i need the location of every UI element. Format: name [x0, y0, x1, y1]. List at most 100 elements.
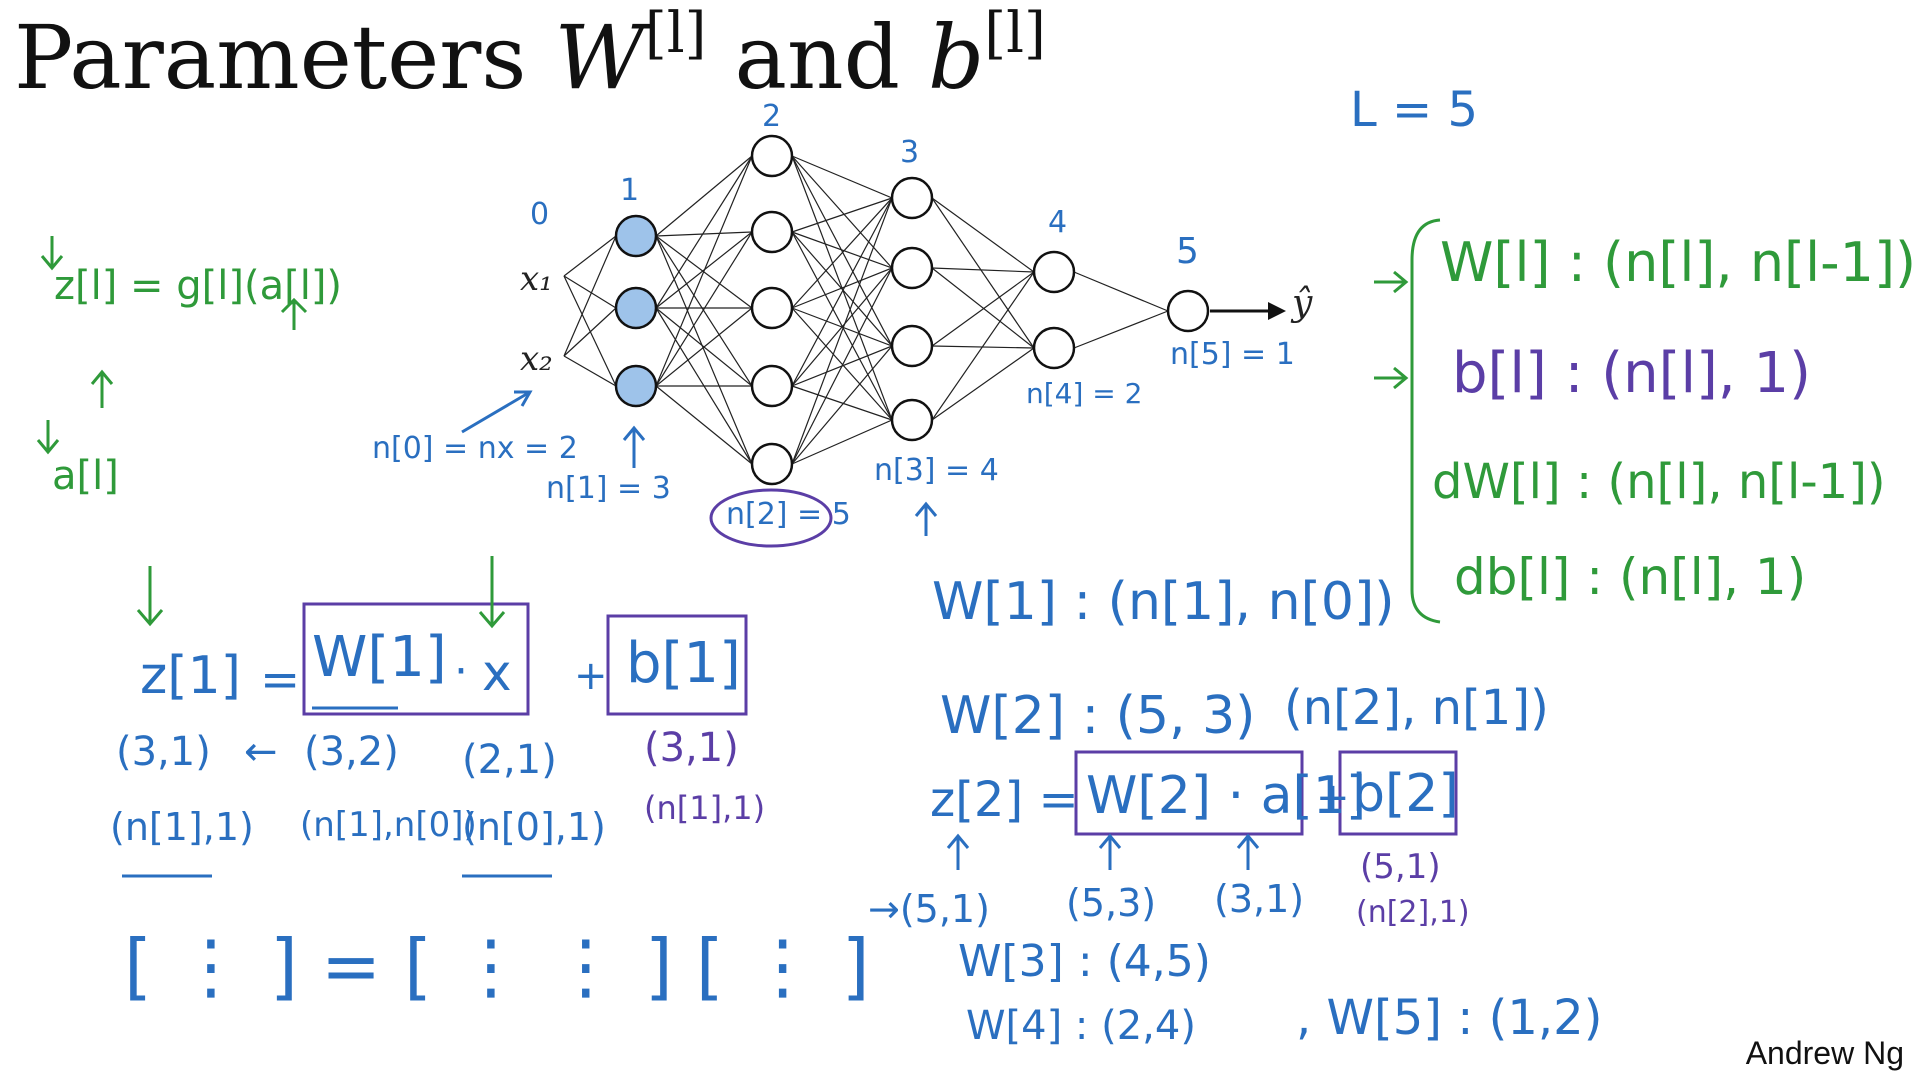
count-n3: n[3] = 4 — [874, 453, 999, 488]
b1-box — [606, 614, 748, 716]
network-edge — [563, 355, 617, 387]
eq1-dim-w: (3,2) — [304, 729, 399, 775]
input-x2: x₂ — [520, 339, 553, 379]
blue-arrow-a1 — [1236, 833, 1260, 870]
count-n4: n[4] = 2 — [1026, 377, 1143, 410]
eq2-z2: z[2] = — [930, 772, 1079, 828]
title-b-superscript: [l] — [984, 1, 1046, 66]
eq1-equals: = — [260, 652, 301, 708]
network-edge — [791, 267, 893, 309]
network-edge — [655, 155, 753, 237]
green-arrow-z1 — [136, 566, 164, 627]
summary-db: db[l] : (n[l], 1) — [1454, 548, 1807, 606]
network-edge — [791, 231, 893, 269]
network-edge — [791, 155, 893, 347]
eq2-gdim-b: (n[2],1) — [1356, 895, 1470, 930]
network-edge — [791, 231, 893, 421]
network-edge — [791, 307, 893, 421]
network-edge — [791, 267, 893, 387]
count-n5: n[5] = 1 — [1170, 337, 1295, 372]
arrow-to-b — [1374, 366, 1409, 390]
green-arrow-z-up — [90, 369, 114, 408]
output-arrowhead — [1268, 302, 1286, 320]
network-edge — [655, 231, 753, 387]
eq1-x: x — [482, 644, 512, 702]
matrix-illustration: [ ⋮ ] = [ ⋮ ⋮ ] [ ⋮ ] — [124, 924, 870, 1008]
eq1-gdim-z: (n[1],1) — [110, 805, 254, 849]
network-edge — [563, 275, 617, 309]
network-edge — [791, 267, 893, 465]
z-g-a-note: z[l] = g[l](a[l]) — [54, 263, 343, 309]
network-edge — [655, 155, 753, 387]
network-edge — [791, 345, 893, 465]
n2-highlight-ellipse — [709, 488, 833, 548]
network-edge — [791, 155, 893, 269]
network-edge — [791, 231, 893, 347]
w1x-box — [302, 602, 530, 716]
layer-count-note: L = 5 — [1350, 82, 1479, 138]
network-edge — [791, 197, 893, 387]
network-node — [750, 134, 794, 178]
network-node — [890, 176, 934, 220]
title-w-superscript: [l] — [644, 1, 707, 66]
blue-arrow-w2 — [1098, 833, 1122, 870]
eq1-dot: · — [454, 646, 468, 697]
network-edge — [791, 419, 893, 465]
blue-arrow-n3 — [914, 501, 938, 536]
network-edge — [1073, 271, 1169, 312]
network-edge — [655, 155, 753, 309]
green-arrow-a-up — [280, 297, 308, 330]
summary-w: W[l] : (n[l], n[l-1]) — [1440, 231, 1917, 294]
eq1-plus: + — [574, 653, 608, 699]
shape-w2-general: (n[2], n[1]) — [1284, 680, 1549, 736]
network-edge — [931, 271, 1035, 421]
network-edge — [655, 231, 753, 237]
a-note: a[l] — [52, 453, 119, 499]
eq2-dim-z: →(5,1) — [868, 887, 990, 931]
network-node — [1166, 289, 1210, 333]
eq2-dim-a: (3,1) — [1214, 877, 1305, 921]
arrow-to-w — [1374, 270, 1409, 294]
title-b: b — [927, 6, 985, 109]
green-arrow-z-down — [40, 236, 64, 271]
network-node — [1032, 250, 1076, 294]
network-node — [750, 210, 794, 254]
layer-number-5: 5 — [1176, 231, 1199, 272]
eq2-dim-w: (5,3) — [1066, 881, 1157, 925]
network-edge — [655, 385, 753, 465]
output-yhat: ŷ — [1292, 283, 1313, 324]
eq1-w1: W[1] — [312, 625, 447, 690]
eq2-dim-b: (5,1) — [1360, 847, 1441, 887]
title-word: Parameters — [14, 6, 527, 109]
summary-dw: dW[l] : (n[l], n[l-1]) — [1432, 454, 1886, 510]
network-edge — [791, 197, 893, 233]
network-edge — [791, 385, 893, 421]
blue-arrow-n0 — [461, 390, 533, 434]
page-title: Parameters W[l] and b[l] — [14, 6, 1046, 110]
network-node — [750, 286, 794, 330]
network-node — [614, 214, 658, 258]
network-edge — [791, 197, 893, 309]
network-nodes — [614, 134, 1210, 486]
network-edge — [931, 267, 1035, 273]
network-node — [614, 286, 658, 330]
green-arrow-a-down — [36, 420, 60, 455]
layer-number-0: 0 — [530, 197, 550, 232]
network-node — [890, 246, 934, 290]
shape-w2: W[2] : (5, 3) — [940, 686, 1256, 746]
network-node — [750, 364, 794, 408]
summary-brace — [1410, 218, 1441, 624]
network-node — [750, 442, 794, 486]
layer-number-1: 1 — [620, 173, 640, 208]
network-node — [1032, 326, 1076, 370]
blue-arrow-n1 — [622, 425, 646, 468]
title-w: W — [554, 6, 645, 109]
eq1-b1: b[1] — [626, 631, 741, 696]
layer-number-2: 2 — [762, 99, 782, 134]
eq1-dim-z: (3,1) — [116, 729, 211, 775]
network-edge — [655, 235, 753, 465]
network-node — [890, 398, 934, 442]
layer-number-3: 3 — [900, 135, 920, 170]
eq2-b2: b[2] — [1352, 764, 1459, 824]
